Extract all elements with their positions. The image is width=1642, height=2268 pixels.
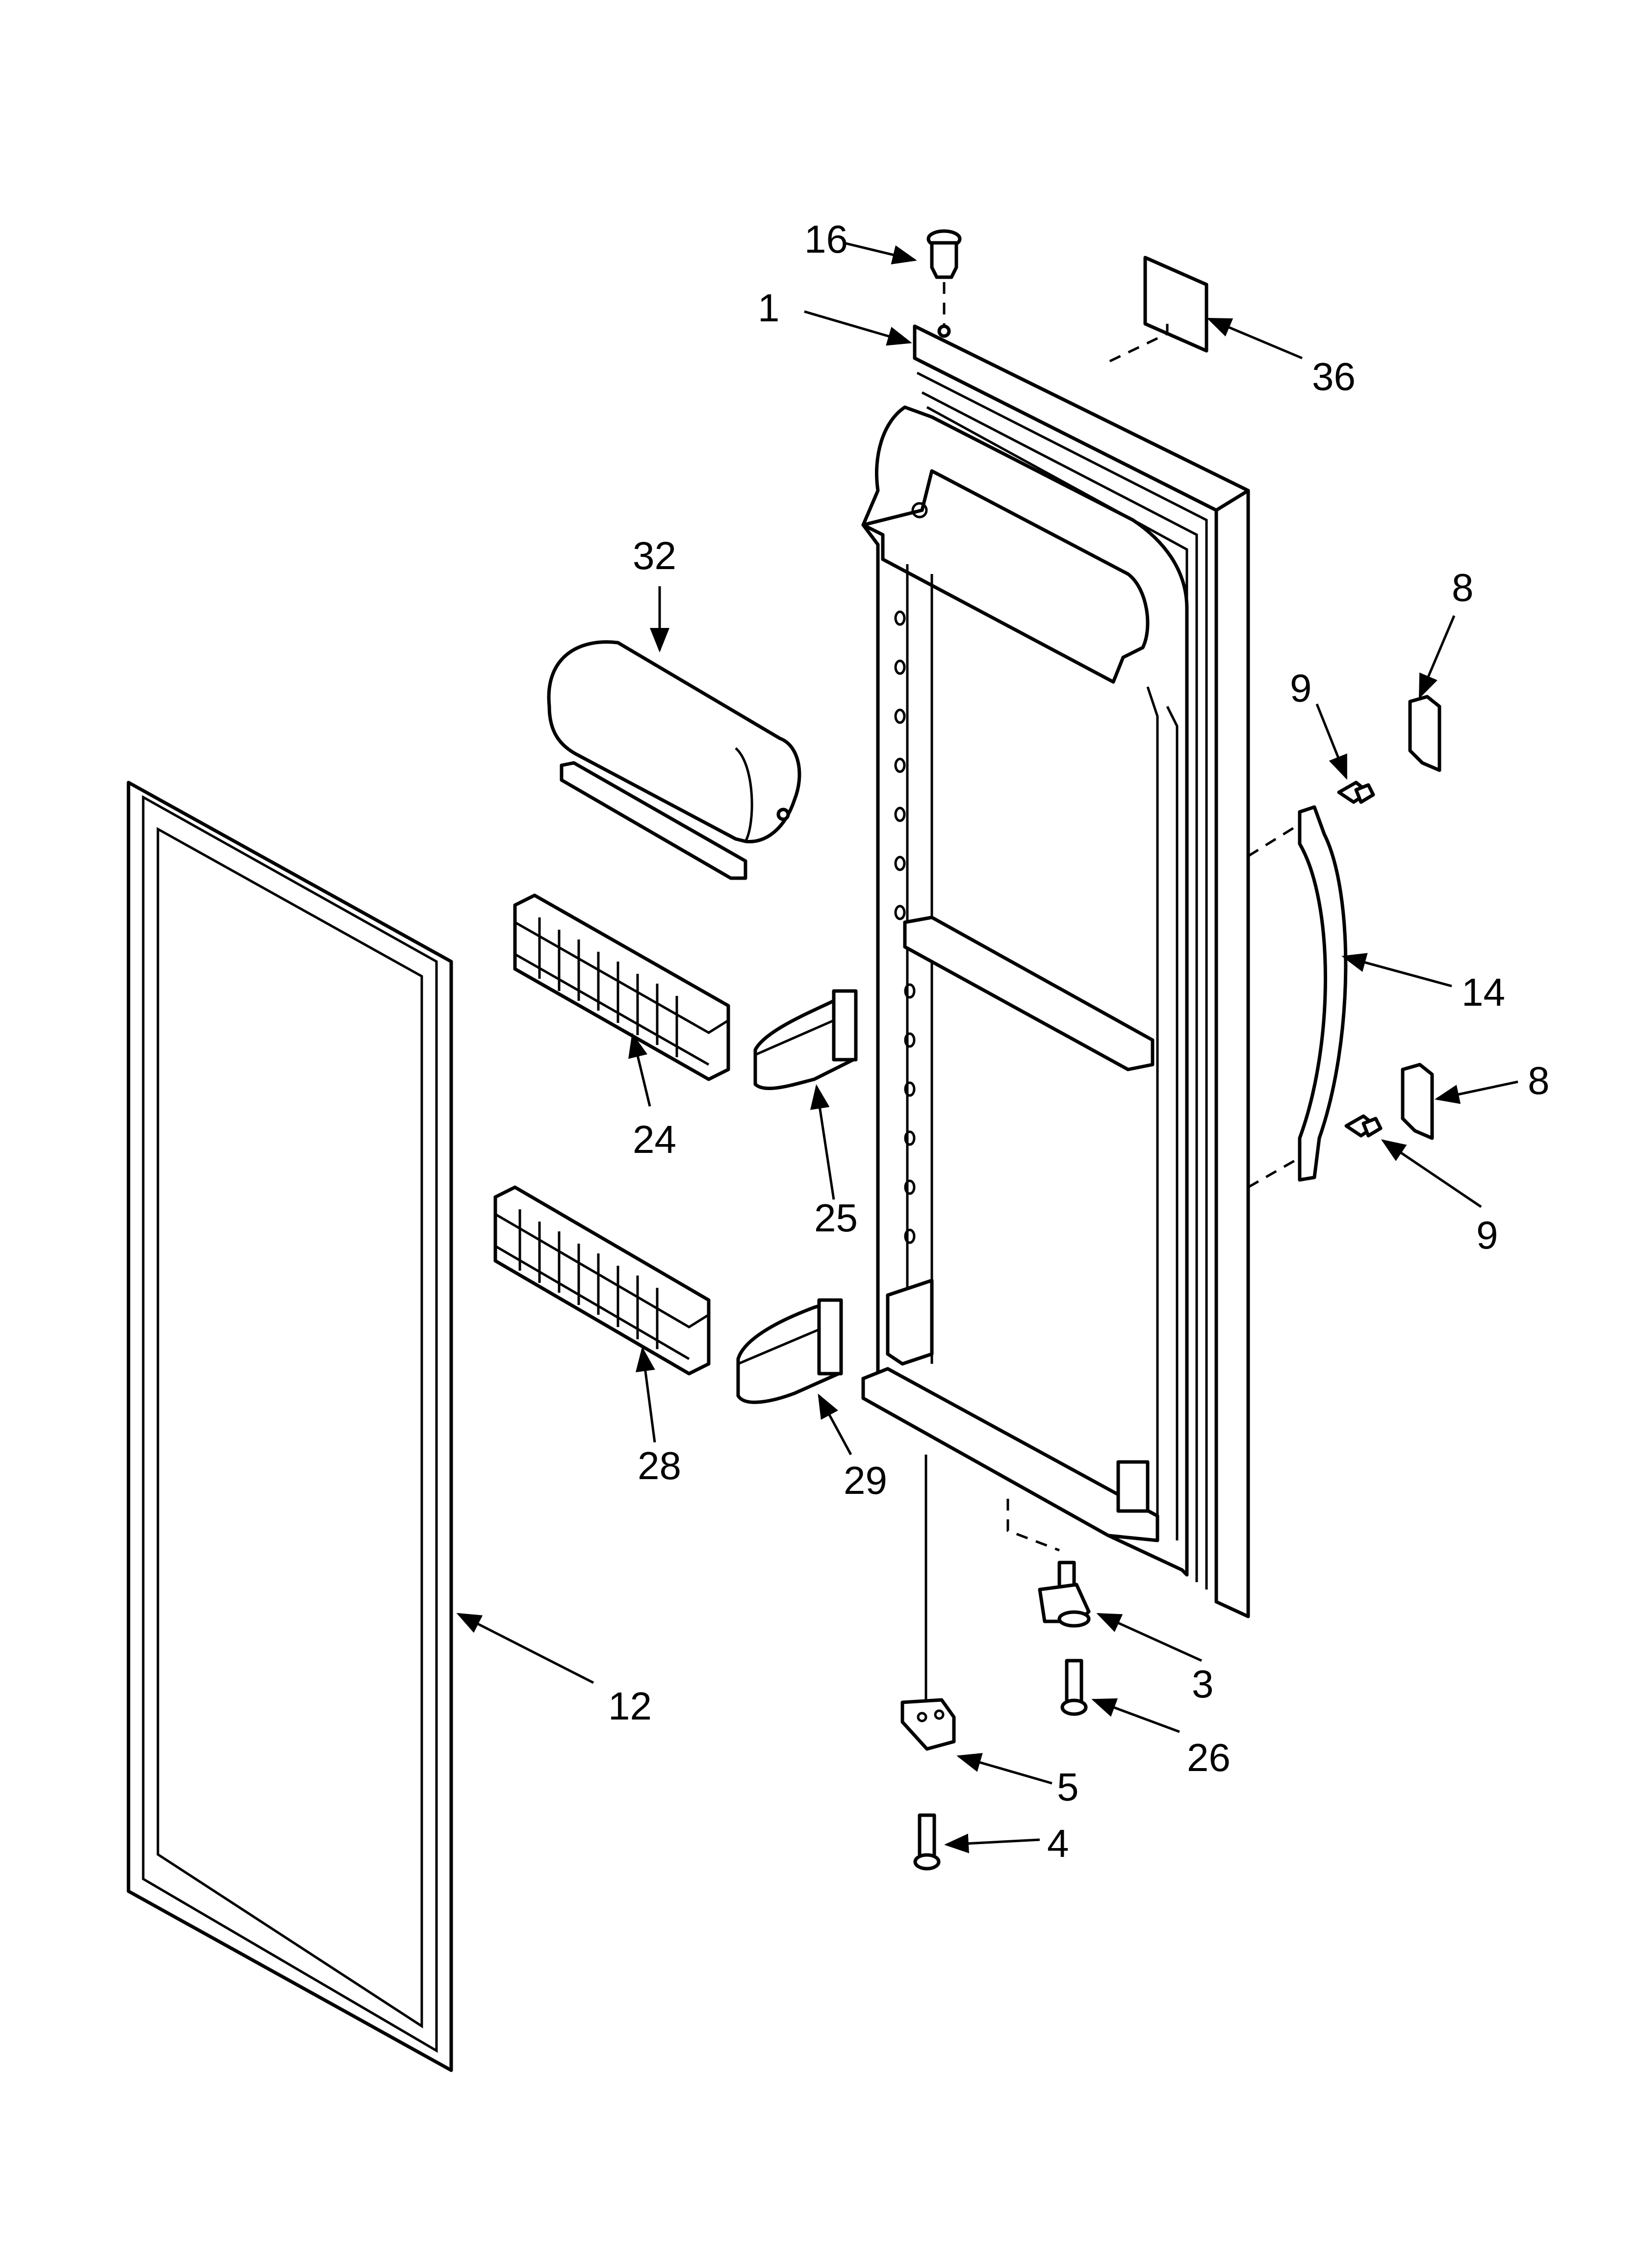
callout-28: 28 (638, 1444, 681, 1487)
callout-8-lower: 8 (1528, 1059, 1550, 1102)
door-handle (1298, 805, 1348, 1182)
screw-upper (1337, 781, 1375, 804)
callout-14: 14 (1462, 970, 1505, 1014)
label (1143, 256, 1208, 353)
door-gasket (127, 781, 453, 2072)
callout-8-upper: 8 (1452, 566, 1474, 609)
dairy-door (547, 640, 801, 880)
screw-lower (1344, 1114, 1383, 1138)
callout-29: 29 (844, 1459, 887, 1502)
callout-3: 3 (1192, 1662, 1214, 1706)
callout-4: 4 (1047, 1822, 1069, 1865)
door-plug (926, 229, 962, 338)
callout-25: 25 (814, 1196, 858, 1240)
callout-26: 26 (1187, 1736, 1231, 1779)
callout-9-lower: 9 (1476, 1213, 1498, 1257)
callout-1: 1 (758, 286, 780, 330)
refrigerator-door (861, 324, 1250, 1618)
shelf-holes (894, 610, 916, 1244)
callout-labels: 16 1 36 32 8 9 14 8 24 25 9 28 29 3 12 2… (608, 217, 1550, 1865)
shelf-bar-lower (493, 1185, 711, 1376)
callout-leaders (456, 241, 1518, 1853)
handle-cover-lower (1401, 1063, 1434, 1140)
bracket (900, 1698, 956, 1751)
callout-32: 32 (633, 534, 676, 577)
bottom-hinge (1038, 1561, 1091, 1628)
end-cap-lower (736, 1298, 843, 1404)
handle-cover-upper (1408, 695, 1441, 772)
callout-24: 24 (633, 1118, 676, 1161)
shelf-bar-upper (513, 893, 730, 1081)
bracket-screw (913, 1813, 941, 1871)
callout-36: 36 (1312, 355, 1356, 398)
callout-12: 12 (608, 1684, 652, 1728)
callout-9-upper: 9 (1290, 666, 1312, 710)
callout-16: 16 (804, 217, 848, 261)
end-cap-upper (753, 989, 858, 1091)
hinge-screw (1060, 1659, 1088, 1716)
callout-5: 5 (1057, 1765, 1079, 1809)
